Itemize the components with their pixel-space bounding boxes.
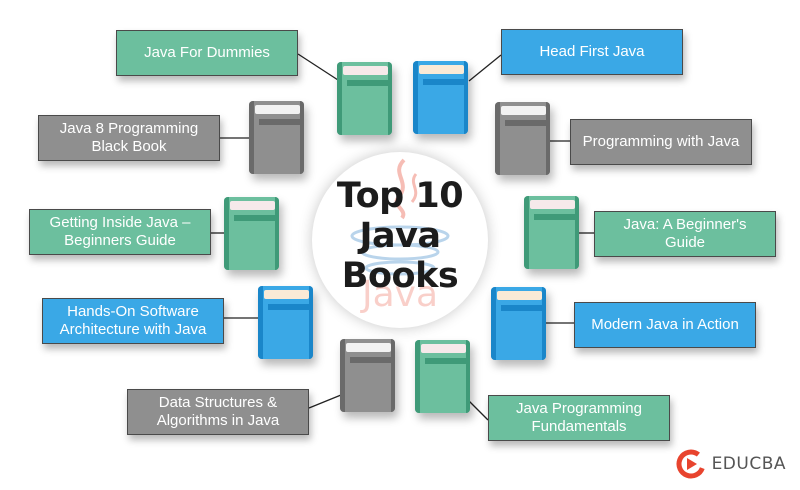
educba-logo-icon bbox=[676, 449, 706, 479]
book-icon bbox=[337, 62, 392, 135]
brand-name: EDUCBA bbox=[711, 454, 786, 474]
connector-head-first-java bbox=[468, 54, 502, 82]
connector-java-for-dummies bbox=[297, 53, 339, 81]
page-title: Top 10 Java Books bbox=[312, 176, 488, 296]
book-icon bbox=[340, 339, 395, 412]
educba-brand: EDUCBA bbox=[676, 449, 786, 479]
java-coffee-cup-watermark-icon: Java bbox=[350, 158, 450, 315]
book-label-java-8-programming-black-book: Java 8 Programming Black Book bbox=[38, 115, 220, 161]
title-line-2: Java bbox=[359, 216, 441, 256]
book-icon bbox=[495, 102, 550, 175]
connector-data-structures bbox=[308, 394, 342, 409]
center-circle: Java bbox=[312, 152, 488, 328]
connector-java-programming-fundamentals bbox=[468, 400, 489, 421]
book-label-java-beginners-guide: Java: A Beginner's Guide bbox=[594, 211, 776, 257]
book-label-data-structures-algorithms: Data Structures & Algorithms in Java bbox=[127, 389, 309, 435]
svg-text:Java: Java bbox=[360, 274, 438, 315]
book-icon bbox=[258, 286, 313, 359]
book-label-modern-java-in-action: Modern Java in Action bbox=[574, 302, 756, 348]
book-icon bbox=[415, 340, 470, 413]
book-label-head-first-java: Head First Java bbox=[501, 29, 683, 75]
book-label-java-for-dummies: Java For Dummies bbox=[116, 30, 298, 76]
book-label-hands-on-software-architecture: Hands-On Software Architecture with Java bbox=[42, 298, 224, 344]
book-label-programming-with-java: Programming with Java bbox=[570, 119, 752, 165]
book-label-getting-inside-java: Getting Inside Java – Beginners Guide bbox=[29, 209, 211, 255]
book-icon bbox=[524, 196, 579, 269]
book-icon bbox=[249, 101, 304, 174]
title-line-1: Top 10 bbox=[336, 176, 464, 216]
book-icon bbox=[224, 197, 279, 270]
book-icon bbox=[413, 61, 468, 134]
book-label-java-programming-fundamentals: Java Programming Fundamentals bbox=[488, 395, 670, 441]
title-line-3: Books bbox=[341, 256, 459, 296]
book-icon bbox=[491, 287, 546, 360]
